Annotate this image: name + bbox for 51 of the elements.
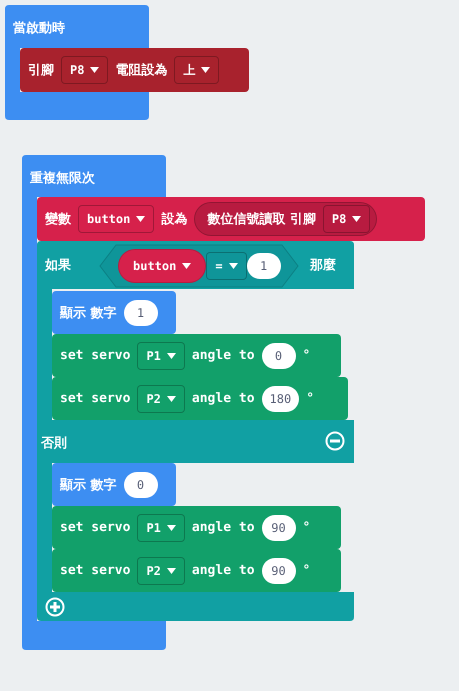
statement-block (52, 377, 348, 420)
dropdown-field: 上 (174, 56, 220, 84)
block-label: 當啟動時 (13, 20, 65, 37)
dropdown-field: P8 (322, 205, 370, 233)
block-label: 設為 (161, 211, 188, 228)
block-label: ° (302, 563, 310, 578)
statement-block (37, 197, 425, 241)
block-label: 電阻設為 (115, 62, 168, 79)
dropdown-field: P1 (137, 514, 185, 542)
number-field: 1 (124, 300, 158, 326)
block-label: 那麼 (310, 256, 336, 274)
statement-block (20, 48, 249, 92)
statement-block (52, 549, 341, 592)
condition-block (100, 245, 298, 287)
block-label: 顯示 數字 (60, 304, 117, 322)
dropdown-field: P2 (137, 384, 185, 412)
block-label: set servo (60, 563, 130, 578)
block-label: angle to (192, 348, 255, 363)
block-label: 引腳 (28, 62, 54, 79)
statement-block (52, 291, 176, 334)
block-label: angle to (192, 563, 255, 578)
block-label: 如果 (45, 257, 71, 274)
block-label: ° (302, 520, 310, 535)
block-label: ° (306, 391, 314, 406)
block-label: 重複無限次 (30, 170, 95, 187)
dropdown-field: P2 (137, 556, 185, 584)
number-field: 0 (124, 472, 158, 498)
dropdown-field: P1 (137, 342, 185, 370)
number-field: 90 (262, 558, 296, 584)
block-label: angle to (192, 520, 255, 535)
block-label: 否則 (41, 435, 67, 452)
statement-block (52, 506, 341, 549)
block-label: set servo (60, 520, 130, 535)
number-field: 90 (262, 514, 296, 540)
number-field: 180 (262, 386, 300, 412)
dropdown-field: = (206, 252, 247, 280)
dropdown-field: P8 (61, 56, 108, 84)
variable-dropdown: button (118, 249, 206, 283)
block-label: 顯示 數字 (60, 476, 117, 494)
statement-block (52, 463, 176, 506)
block-label: 數位信號讀取 引腳 (207, 211, 316, 228)
statement-block (52, 334, 341, 377)
if-else-block (37, 241, 354, 621)
block-label: ° (302, 348, 310, 363)
reporter-block (194, 202, 378, 236)
block-label: set servo (60, 348, 130, 363)
block-label: 變數 (45, 211, 71, 228)
block-label: set servo (60, 391, 130, 406)
number-field: 0 (262, 342, 296, 368)
block-label: angle to (192, 391, 255, 406)
dropdown-field: button (78, 205, 154, 233)
